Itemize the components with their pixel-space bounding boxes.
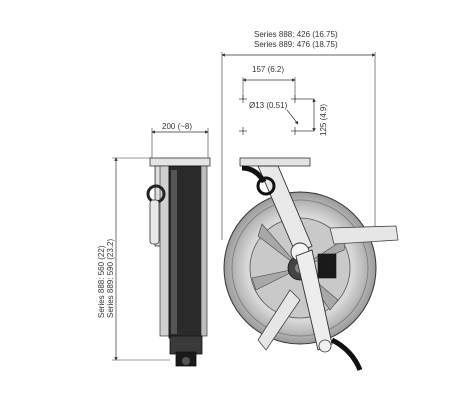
height-dimension: Series 888: 560 (22) Series 889: 590 (23… bbox=[97, 157, 170, 361]
reel-side-view bbox=[146, 157, 211, 367]
reel-front-view bbox=[223, 157, 399, 371]
overall-width-dimension: Series 888: 426 (16.75) Series 889: 476 … bbox=[221, 30, 376, 240]
mount-spacing-dimension: 157 (6.2) bbox=[242, 65, 296, 100]
mount-hole-markers bbox=[239, 95, 314, 135]
depth-label: 200 (~8) bbox=[162, 122, 192, 131]
hole-diameter-label: Ø13 (0.51) bbox=[249, 101, 288, 110]
overall-width-889-label: Series 889: 476 (18.75) bbox=[254, 40, 338, 49]
height-888-label: Series 888: 560 (22) bbox=[97, 245, 106, 318]
depth-dimension: 200 (~8) bbox=[151, 122, 209, 160]
mount-vertical-dimension: 125 (4.9) bbox=[312, 98, 328, 136]
mount-spacing-label: 157 (6.2) bbox=[252, 65, 284, 74]
hole-diameter-dimension: Ø13 (0.51) bbox=[249, 101, 299, 125]
mount-vertical-label: 125 (4.9) bbox=[319, 104, 328, 136]
overall-width-888-label: Series 888: 426 (16.75) bbox=[254, 30, 338, 39]
height-889-label: Series 889: 590 (23.2) bbox=[106, 239, 115, 318]
